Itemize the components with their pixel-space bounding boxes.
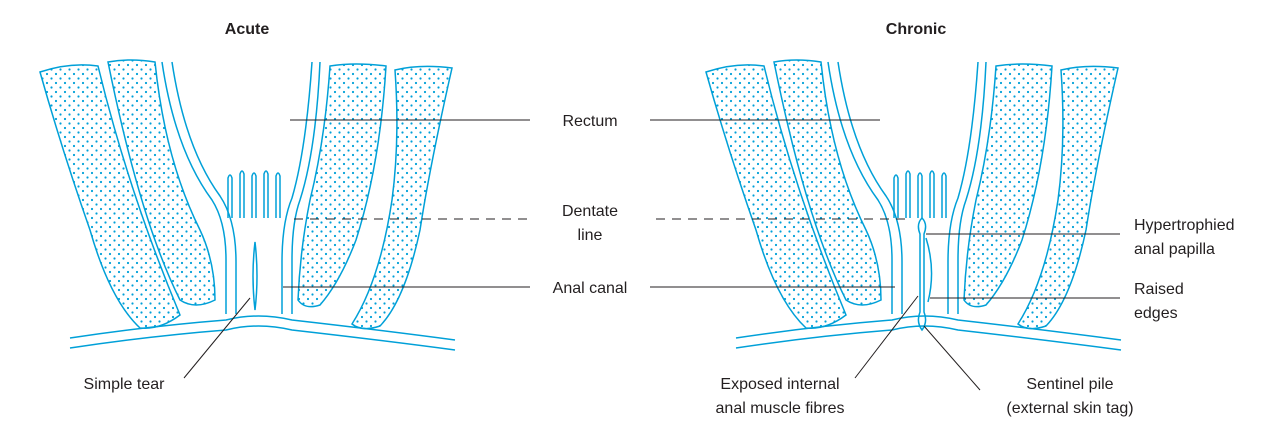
simple-tear-shape: [252, 241, 258, 311]
label-sentinel-1: Sentinel pile: [1026, 376, 1113, 393]
acute-anatomy: [39, 59, 456, 351]
acute-title: Acute: [225, 21, 270, 38]
label-dentate-2: line: [578, 227, 603, 244]
label-hypertrophied-1: Hypertrophied: [1134, 217, 1235, 234]
chronic-anatomy: [705, 59, 1122, 351]
simple-tear-leader: [183, 297, 251, 379]
label-exposed-1: Exposed internal: [720, 376, 839, 393]
label-hypertrophied-2: anal papilla: [1134, 241, 1215, 258]
chronic-title: Chronic: [886, 21, 947, 38]
raised-edge-shape: [925, 237, 933, 303]
label-anal-canal: Anal canal: [553, 280, 628, 297]
sentinel-pile-leader: [923, 325, 981, 391]
label-rectum: Rectum: [562, 113, 617, 130]
label-exposed-2: anal muscle fibres: [716, 400, 845, 417]
label-raised-1: Raised: [1134, 281, 1184, 298]
label-simple-tear: Simple tear: [84, 376, 166, 393]
label-dentate-1: Dentate: [562, 203, 618, 220]
label-sentinel-2: (external skin tag): [1006, 400, 1133, 417]
exposed-fibres-leader: [854, 295, 919, 379]
label-raised-2: edges: [1134, 305, 1178, 322]
chronic-fissure-shape: [917, 216, 927, 332]
